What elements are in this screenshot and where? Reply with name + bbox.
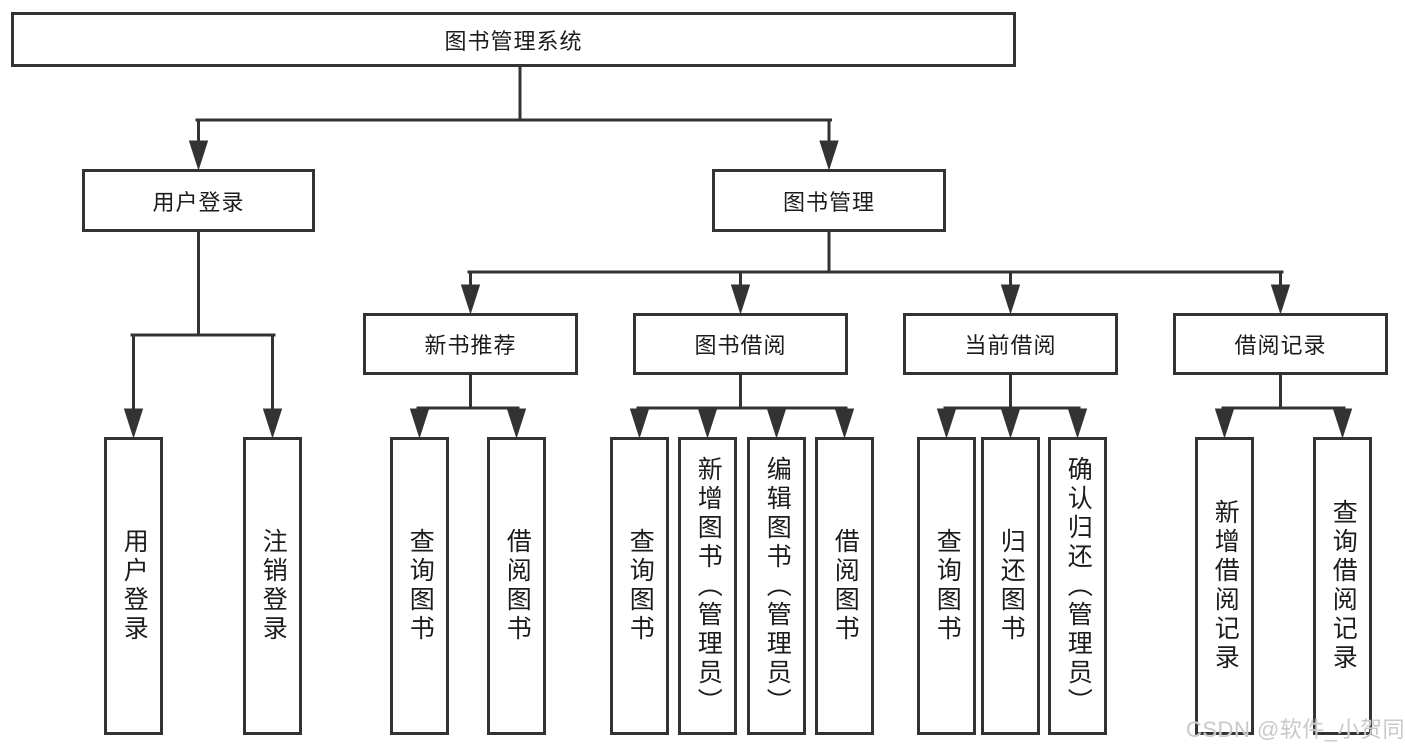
arrowhead-icon xyxy=(123,408,144,439)
connector-borrow-to-leaves xyxy=(636,373,848,433)
arrowhead-icon xyxy=(697,408,718,439)
connector-userlogin-to-leaves xyxy=(130,230,276,433)
arrowhead-icon xyxy=(262,408,283,439)
node-book-borrow: 图书借阅 xyxy=(633,313,848,375)
arrowhead-icon xyxy=(766,408,787,439)
arrowhead-icon xyxy=(460,284,481,315)
arrowhead-icon xyxy=(1214,408,1235,439)
leaf-user-login: 用户登录 xyxy=(104,437,163,735)
node-label: 查询图书 xyxy=(406,528,435,644)
node-label: 图书借阅 xyxy=(694,333,787,358)
connector-recommend-to-leaves xyxy=(416,373,520,433)
arrowhead-icon xyxy=(409,408,430,439)
leaf-confirm-return-admin: 确认归还（管理员） xyxy=(1048,437,1107,735)
node-label: 图书管理系统 xyxy=(444,28,583,54)
arrowhead-icon xyxy=(188,140,209,171)
node-label: 编辑图书（管理员） xyxy=(763,455,792,717)
node-label: 新增图书（管理员） xyxy=(694,455,723,717)
node-label: 查询借阅记录 xyxy=(1329,499,1358,673)
arrowhead-icon xyxy=(834,408,855,439)
node-label: 新书推荐 xyxy=(424,333,517,358)
node-current-borrow: 当前借阅 xyxy=(903,313,1118,375)
node-label: 查询图书 xyxy=(626,528,655,644)
connector-root-to-level2 xyxy=(195,65,832,165)
arrowhead-icon xyxy=(1000,408,1021,439)
leaf-return-books: 归还图书 xyxy=(981,437,1040,735)
arrowhead-icon xyxy=(1270,284,1291,315)
node-label: 查询图书 xyxy=(933,528,962,644)
leaf-logout-login: 注销登录 xyxy=(243,437,302,735)
connector-record-to-leaves xyxy=(1221,373,1346,433)
leaf-add-books-admin: 新增图书（管理员） xyxy=(678,437,737,735)
leaf-query-books-borrow: 查询图书 xyxy=(610,437,669,735)
node-label: 图书管理 xyxy=(782,189,875,215)
csdn-watermark: CSDN @软件_小贺同学 xyxy=(1186,717,1405,742)
leaf-query-books-recommend: 查询图书 xyxy=(390,437,449,735)
node-label: 当前借阅 xyxy=(964,333,1057,358)
node-label: 用户登录 xyxy=(120,528,149,644)
leaf-add-borrow-record: 新增借阅记录 xyxy=(1195,437,1254,735)
node-label: 注销登录 xyxy=(259,528,288,644)
node-book-management: 图书管理 xyxy=(712,169,946,232)
node-label: 借阅图书 xyxy=(503,528,532,644)
arrowhead-icon xyxy=(1332,408,1353,439)
arrowhead-icon xyxy=(1067,408,1088,439)
leaf-borrow-books: 借阅图书 xyxy=(815,437,874,735)
arrowhead-icon xyxy=(730,284,751,315)
leaf-borrow-books-recommend: 借阅图书 xyxy=(487,437,546,735)
leaf-edit-books-admin: 编辑图书（管理员） xyxy=(747,437,806,735)
arrowhead-icon xyxy=(819,140,839,171)
leaf-query-books-current: 查询图书 xyxy=(917,437,976,735)
node-user-login: 用户登录 xyxy=(82,169,315,232)
node-label: 归还图书 xyxy=(997,528,1026,644)
arrowhead-icon xyxy=(936,408,957,439)
node-borrow-record: 借阅记录 xyxy=(1173,313,1388,375)
arrowhead-icon xyxy=(629,408,650,439)
node-label: 确认归还（管理员） xyxy=(1064,455,1093,717)
node-label: 借阅图书 xyxy=(831,528,860,644)
node-new-book-recommend: 新书推荐 xyxy=(363,313,578,375)
leaf-query-borrow-record: 查询借阅记录 xyxy=(1313,437,1372,735)
connector-bookmgmt-to-level3 xyxy=(467,230,1284,309)
node-label: 用户登录 xyxy=(152,189,245,215)
arrowhead-icon xyxy=(1000,284,1021,315)
arrowhead-icon xyxy=(506,408,527,439)
node-label: 借阅记录 xyxy=(1234,333,1327,358)
node-root-system: 图书管理系统 xyxy=(11,12,1016,67)
node-label: 新增借阅记录 xyxy=(1211,499,1240,673)
